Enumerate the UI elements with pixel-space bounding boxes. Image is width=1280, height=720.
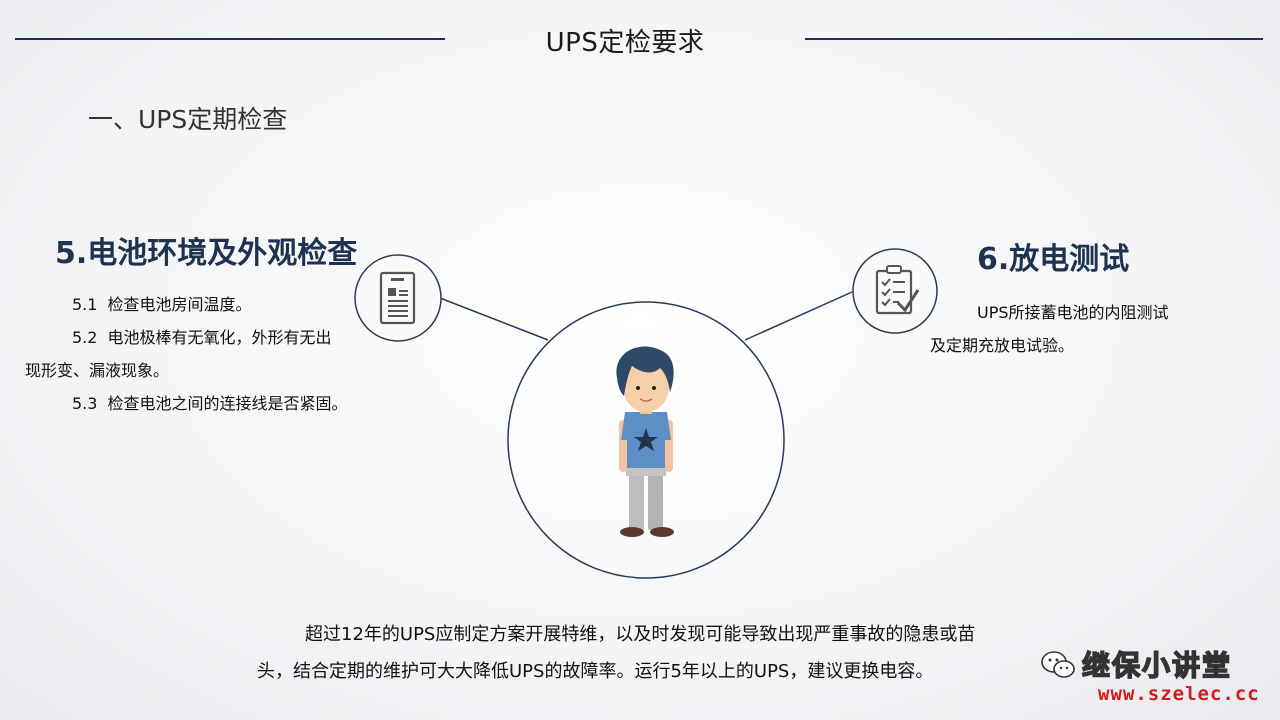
title-divider-left <box>15 38 445 40</box>
item-number: 5.1 <box>72 295 98 314</box>
discharge-test-line: 及定期充放电试验。 <box>930 336 1075 355</box>
section-heading: 一、UPS定期检查 <box>88 105 288 134</box>
list-item: 5.2 电池极棒有无氧化，外形有无出 <box>25 321 385 354</box>
item-number: 5.2 <box>72 328 98 347</box>
checklist-clipboard-icon <box>852 248 938 334</box>
battery-inspection-list: 5.1 检查电池房间温度。 5.2 电池极棒有无氧化，外形有无出 现形变、漏液现象。… <box>25 288 385 420</box>
list-item: 5.1 检查电池房间温度。 <box>25 288 385 321</box>
watermark-url: www.szelec.cc <box>1098 683 1260 705</box>
slide-title: UPS定检要求 <box>545 28 705 58</box>
watermark-name: 继保小讲堂 <box>1081 648 1233 683</box>
title-divider-right <box>805 38 1263 40</box>
wechat-icon <box>1041 651 1075 678</box>
boy-character-illustration <box>616 346 674 537</box>
connector-right <box>744 291 853 341</box>
connector-left <box>439 297 549 341</box>
discharge-test-heading: 6.放电测试 <box>977 242 1130 277</box>
footer-text-line: 超过12年的UPS应制定方案开展特维，以及时发现可能导致出现严重事故的隐患或苗 <box>305 624 976 645</box>
item-text: 电池极棒有无氧化，外形有无出 <box>107 328 332 347</box>
discharge-test-body: UPS所接蓄电池的内阻测试 及定期充放电试验。 <box>930 296 1220 362</box>
footer-text-line: 头，结合定期的维护可大大降低UPS的故障率。运行5年以上的UPS，建议更换电容。 <box>257 661 934 682</box>
list-item-continuation: 现形变、漏液现象。 <box>25 361 170 380</box>
item-text: 检查电池之间的连接线是否紧固。 <box>107 394 348 413</box>
battery-inspection-heading: 5.电池环境及外观检查 <box>55 236 358 271</box>
list-item: 5.3 检查电池之间的连接线是否紧固。 <box>25 387 385 420</box>
document-icon <box>354 254 442 342</box>
watermark: 继保小讲堂 www.szelec.cc <box>1040 644 1270 714</box>
discharge-test-line: UPS所接蓄电池的内阻测试 <box>977 303 1169 322</box>
item-number: 5.3 <box>72 394 98 413</box>
item-text: 检查电池房间温度。 <box>107 295 252 314</box>
